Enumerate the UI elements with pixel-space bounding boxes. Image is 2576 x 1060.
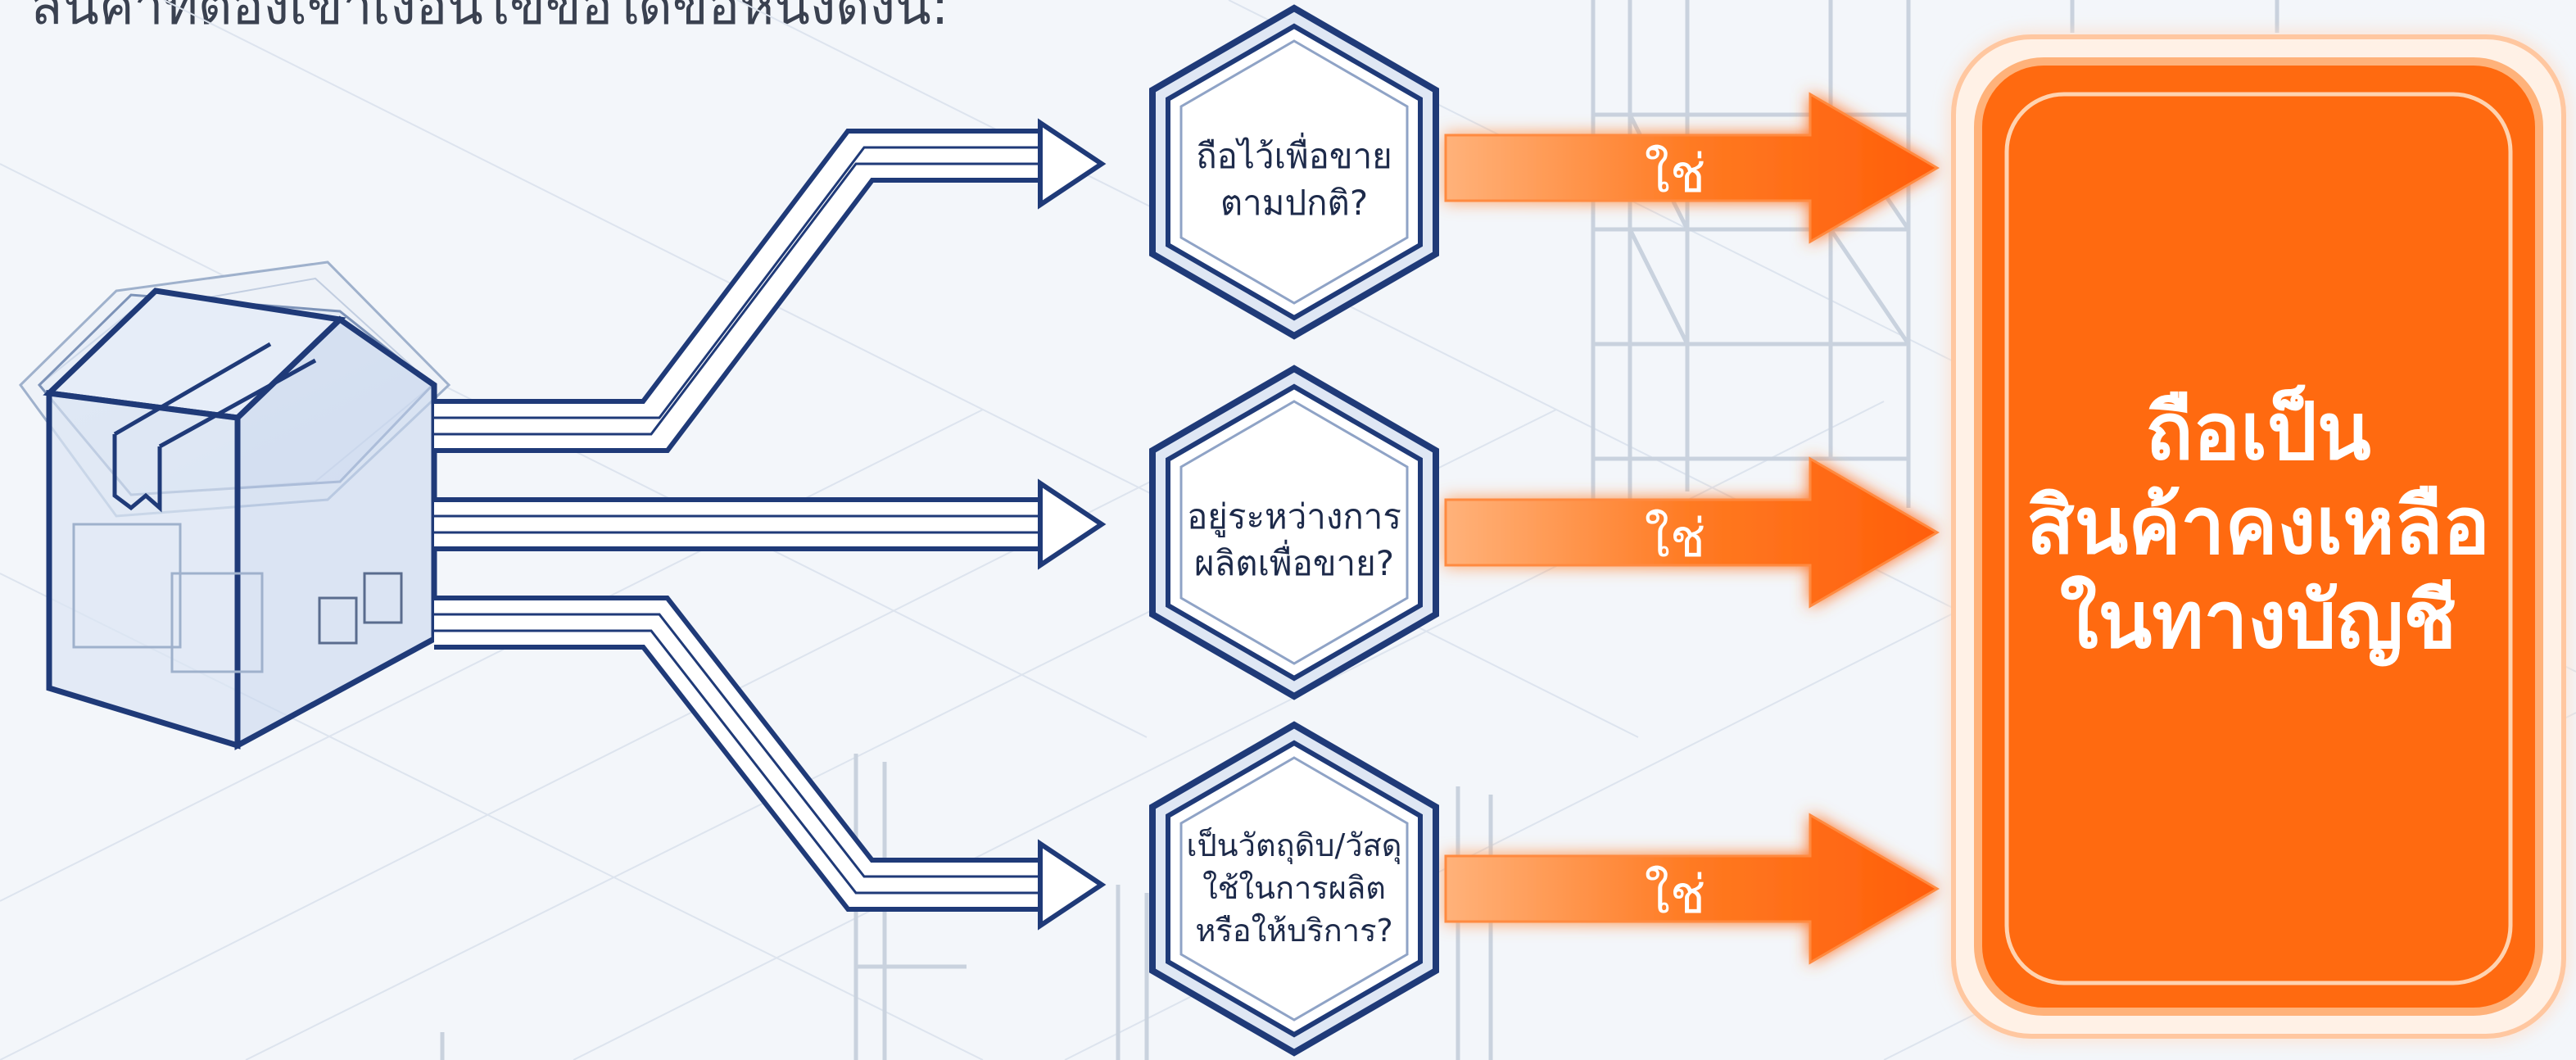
yes-arrows: ใช่ ใช่ ใช่ xyxy=(1444,92,1940,965)
result-line-3: ในทางบัญชี xyxy=(2060,574,2456,668)
question-1-line-2: ตามปกติ? xyxy=(1220,183,1368,223)
decision-hexagon-1: ถือไว้เพื่อขาย ตามปกติ? xyxy=(1149,4,1439,340)
connector-arrows xyxy=(434,118,1107,931)
question-3-line-3: หรือให้บริการ? xyxy=(1195,913,1392,949)
question-2-line-1: อยู่ระหว่างการ xyxy=(1187,496,1401,537)
result-line-2: สินค้าคงเหลือ xyxy=(2026,480,2490,572)
yes-label-3: ใช่ xyxy=(1645,865,1706,926)
yes-arrow-2 xyxy=(1444,456,1940,609)
yes-label-2: ใช่ xyxy=(1645,509,1706,569)
question-3-line-2: ใช้ในการผลิต xyxy=(1202,870,1386,906)
question-1-line-1: ถือไว้เพื่อขาย xyxy=(1196,133,1392,176)
result-line-1: ถือเป็น xyxy=(2145,384,2370,478)
package-box-icon xyxy=(19,260,451,750)
question-2-line-2: ผลิตเพื่อขาย? xyxy=(1194,540,1394,583)
yes-label-1: ใช่ xyxy=(1645,144,1706,205)
result-panel: ถือเป็น สินค้าคงเหลือ ในทางบัญชี xyxy=(1951,34,2566,1039)
yes-arrow-1 xyxy=(1444,92,1940,244)
header-text: สินค้าที่ต้องเข้าเงื่อนไขข้อใดข้อหนึ่งดั… xyxy=(31,0,949,37)
yes-arrow-3 xyxy=(1444,813,1940,965)
question-3-line-1: เป็นวัตถุดิบ/วัสดุ xyxy=(1187,827,1402,864)
decision-hexagon-2: อยู่ระหว่างการ ผลิตเพื่อขาย? xyxy=(1149,365,1439,700)
decision-hexagon-3: เป็นวัตถุดิบ/วัสดุ ใช้ในการผลิต หรือให้บ… xyxy=(1149,721,1439,1057)
